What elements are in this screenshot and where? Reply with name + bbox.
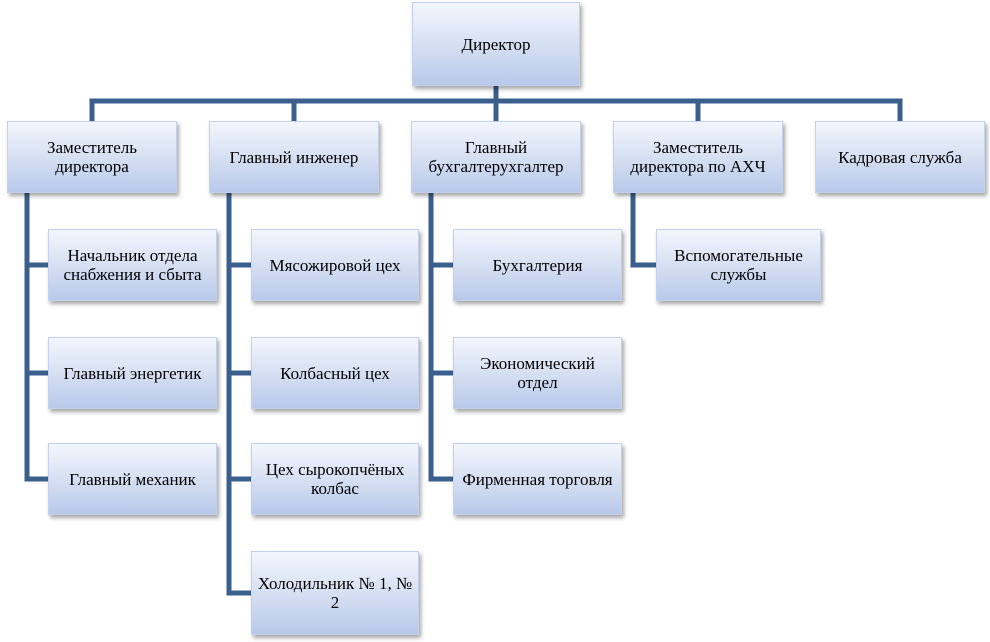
unit-box-3-1-label: Бухгалтерия [492, 255, 583, 275]
unit-box-4-1-label: Вспомогательные службы [674, 246, 803, 284]
branch-box-5: Кадровая служба [815, 121, 985, 193]
unit-box-1-3: Главный механик [48, 443, 217, 515]
branch-box-2: Главный инженер [209, 121, 379, 193]
branch-box-3: Главный бухгалтерухгалтер [411, 121, 581, 193]
branch-box-3-label: Главный бухгалтерухгалтер [428, 138, 564, 176]
director-box: Директор [412, 2, 580, 86]
unit-box-3-3: Фирменная торговля [453, 443, 622, 515]
unit-box-3-3-label: Фирменная торговля [462, 469, 613, 489]
unit-box-2-4-label: Холодильник № 1, № 2 [257, 574, 413, 612]
unit-box-3-2: Экономический отдел [453, 337, 622, 409]
unit-box-2-3-label: Цех сырокопчёных колбас [265, 460, 405, 498]
branch-box-1-label: Заместитель директора [46, 138, 138, 176]
unit-box-3-1: Бухгалтерия [453, 229, 622, 301]
unit-box-1-2-label: Главный энергетик [63, 363, 202, 383]
unit-box-2-2: Колбасный цех [251, 337, 419, 409]
unit-box-1-3-label: Главный механик [69, 469, 196, 489]
director-box-label: Директор [461, 34, 531, 54]
unit-box-1-1: Начальник отдела снабжения и сбыта [48, 229, 217, 301]
branch-box-2-label: Главный инженер [229, 147, 359, 167]
branch-box-5-label: Кадровая служба [838, 147, 962, 167]
unit-box-3-2-label: Экономический отдел [480, 354, 595, 392]
unit-box-2-1-label: Мясожировой цех [269, 255, 401, 275]
branch-box-1: Заместитель директора [7, 121, 177, 193]
branch-box-4: Заместитель директора по АХЧ [613, 121, 783, 193]
unit-box-2-4: Холодильник № 1, № 2 [251, 551, 419, 635]
unit-box-1-2: Главный энергетик [48, 337, 217, 409]
branch-box-4-label: Заместитель директора по АХЧ [630, 138, 766, 176]
unit-box-2-3: Цех сырокопчёных колбас [251, 443, 419, 515]
unit-box-2-1: Мясожировой цех [251, 229, 419, 301]
unit-box-1-1-label: Начальник отдела снабжения и сбыта [63, 246, 202, 284]
unit-box-4-1: Вспомогательные службы [656, 229, 821, 301]
unit-box-2-2-label: Колбасный цех [280, 363, 390, 383]
